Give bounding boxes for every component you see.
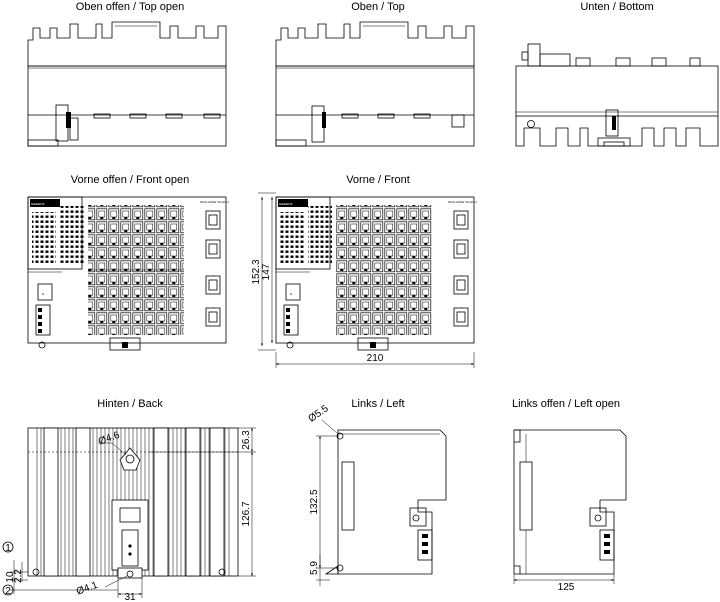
brand-model-front-open: SCALANCE XC424-4 (200, 200, 229, 204)
title-back: Hinten / Back (97, 398, 163, 410)
dim-front-height-inner: 147 (261, 263, 272, 280)
sfp-ports-front-open (205, 210, 221, 327)
dim-back-offset-small: 2.2 (13, 569, 24, 583)
brand-siemens-front: SIEMENS (279, 202, 293, 206)
dim-back-top: 26.3 (241, 430, 252, 450)
view-front: SIEMENS SCALANCE XC424-4 D 152.3 147 (251, 192, 477, 368)
dim-back-height: 126.7 (241, 501, 252, 526)
title-top: Oben / Top (351, 1, 405, 13)
marker-two: 2 (5, 586, 11, 597)
dim-left-hole: Ø5.5 (307, 403, 331, 425)
dim-left-height: 132.5 (309, 489, 320, 514)
dim-back-rail-width: 31 (124, 592, 136, 602)
brand-siemens-front-open: SIEMENS (31, 202, 45, 206)
title-front: Vorne / Front (346, 174, 410, 186)
svg-text:D: D (42, 292, 45, 296)
view-top (275, 21, 475, 147)
title-top-open: Oben offen / Top open (76, 1, 184, 13)
dim-back-bottom-hole: Ø4.1 (75, 580, 100, 598)
title-left: Links / Left (351, 398, 404, 410)
view-left-open: 125 (513, 429, 627, 593)
svg-text:D: D (290, 292, 293, 296)
brand-model-front: SCALANCE XC424-4 (448, 200, 477, 204)
view-left: 132.5 5.9 Ø5.5 (307, 403, 447, 586)
view-back: 26.3 126.7 Ø4.6 2.2 10 31 Ø4.1 1 2 (2, 427, 256, 602)
dim-front-height-outer: 152.3 (251, 259, 262, 284)
title-bottom: Unten / Bottom (580, 1, 653, 13)
dim-left-bottom: 5.9 (309, 561, 320, 575)
view-front-open: SIEMENS SCALANCE XC424-4 D (27, 196, 229, 351)
title-front-open: Vorne offen / Front open (71, 174, 189, 186)
view-top-open (27, 21, 227, 147)
title-left-open: Links offen / Left open (512, 398, 620, 410)
dim-back-offset-large: 10 (5, 571, 16, 583)
sfp-ports-front (453, 210, 469, 327)
marker-one: 1 (5, 543, 11, 554)
view-bottom (515, 43, 719, 147)
dim-left-open-depth: 125 (558, 582, 575, 593)
dim-front-width: 210 (367, 353, 384, 364)
